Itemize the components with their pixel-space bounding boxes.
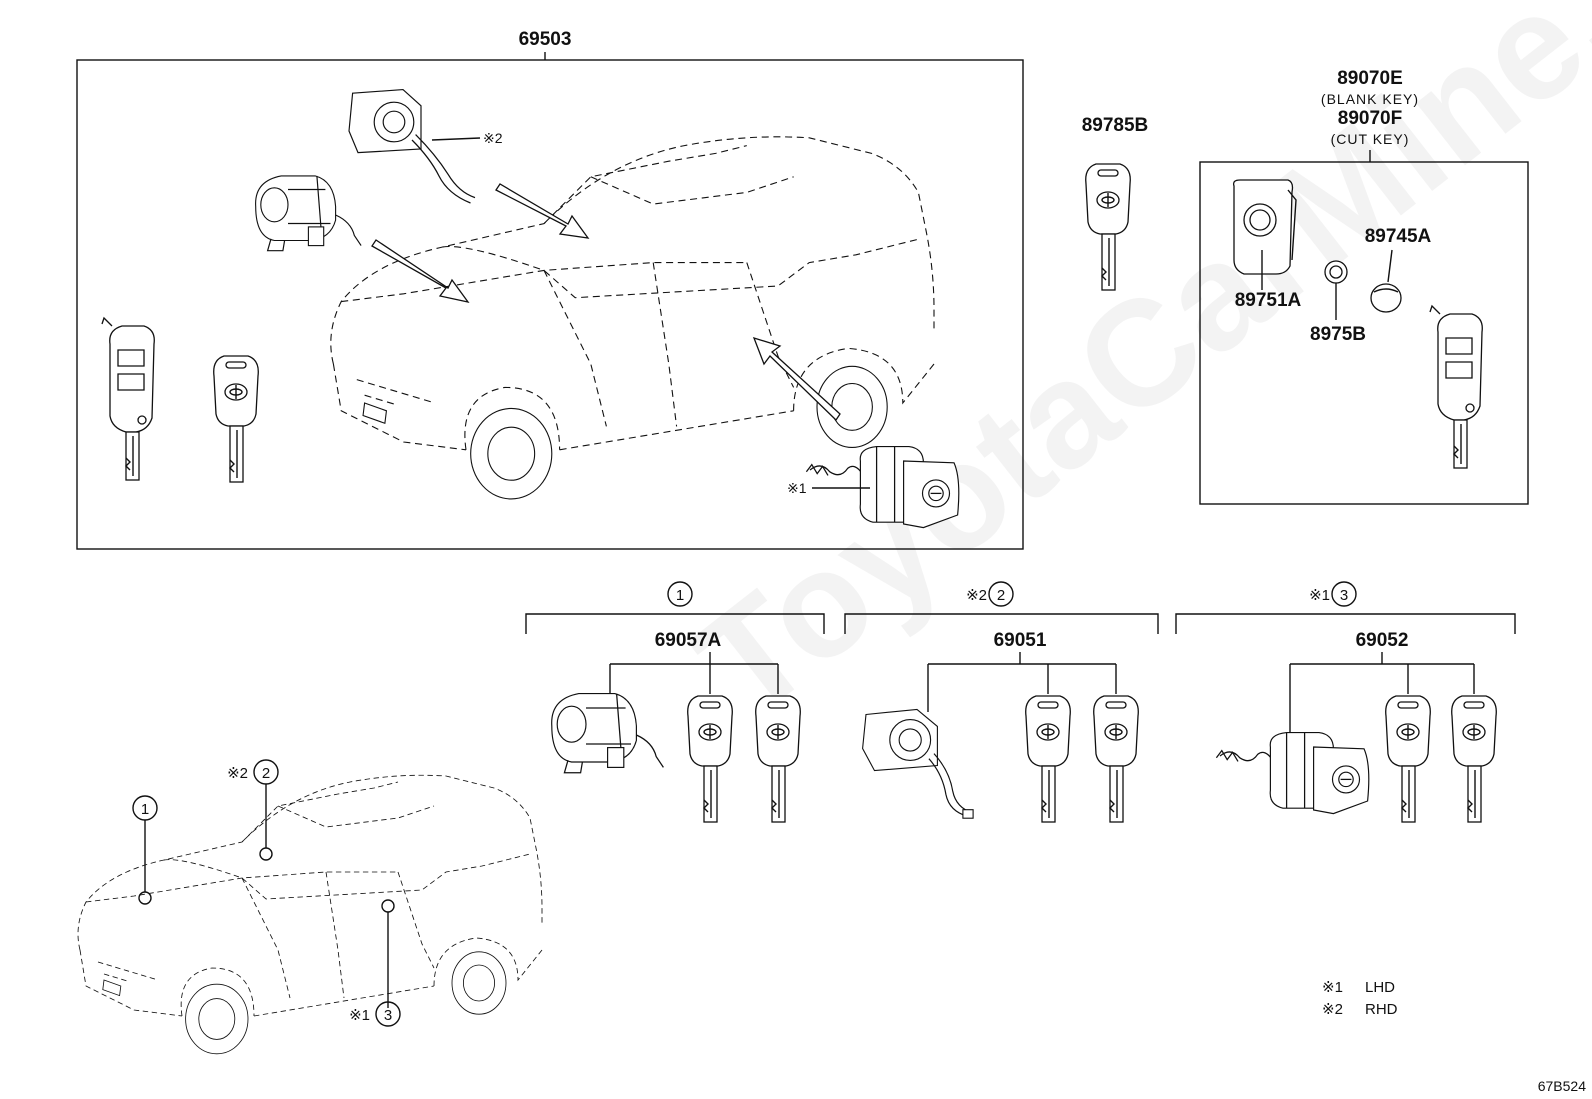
set-3-69052: ※1 3 69052 — [1175, 581, 1516, 823]
remote-part-1-number: 89751A — [1235, 290, 1302, 311]
set-1-bracket — [525, 613, 825, 634]
legend-2-text: RHD — [1365, 1001, 1398, 1018]
remote-blank-label: (BLANK KEY) — [1321, 91, 1419, 107]
legend-1-text: LHD — [1365, 979, 1395, 996]
vehicle-illustration — [330, 136, 935, 500]
remote-blank-part-number: 89070E — [1337, 68, 1403, 89]
set-2-ignition-switch — [862, 708, 974, 819]
remote-key-group: 89070E (BLANK KEY) 89070F (CUT KEY) 8975… — [1199, 68, 1529, 505]
sheet-code: 67B524 — [1538, 1078, 1586, 1094]
set-3-door-lock-cylinder — [1215, 731, 1370, 815]
assembly-69503: 69503 ※2 — [76, 29, 1024, 550]
set-1-cylinder — [551, 692, 665, 774]
assembly-part-number: 69503 — [519, 29, 572, 50]
set-3-circle-number: 3 — [1340, 587, 1348, 604]
set-3-key-b — [1451, 695, 1497, 823]
remote-key-assembled-part — [1429, 305, 1483, 469]
set-2-circle-number: 2 — [997, 587, 1005, 604]
set-2-tree — [927, 652, 1117, 712]
locator-point-2 — [259, 847, 273, 861]
remote-cut-label: (CUT KEY) — [1331, 131, 1410, 147]
set-1-part-number: 69057A — [655, 630, 722, 651]
locator-circle-2-number: 2 — [262, 765, 270, 782]
arrow-to-dash — [495, 183, 590, 239]
set-2-key-a — [1025, 695, 1071, 823]
set-3-tree — [1289, 652, 1475, 744]
remote-ring-part — [1324, 260, 1348, 284]
set-1-69057a: 1 69057A — [525, 581, 825, 823]
set-2-69051: ※2 2 69051 — [844, 581, 1159, 823]
set-1-circle — [667, 581, 693, 607]
set-3-key-a — [1385, 695, 1431, 823]
legend-1-mark: ※1 — [1322, 979, 1343, 996]
set-1-circle-number: 1 — [676, 587, 684, 604]
set-3-bracket — [1175, 613, 1516, 634]
locator-circle-2-mark: ※2 — [227, 765, 248, 782]
key-89785b-part-number: 89785B — [1082, 115, 1149, 136]
rhd-leader — [431, 137, 481, 141]
arrow-to-ignition — [371, 239, 470, 303]
set-3-circle — [1331, 581, 1357, 607]
key-in-assembly — [213, 355, 259, 483]
remote-part-2-number: 8975B — [1310, 324, 1366, 345]
set-2-key-b — [1093, 695, 1139, 823]
set-1-tree — [609, 652, 779, 708]
set-3-part-number: 69052 — [1356, 630, 1409, 651]
arrow-to-door — [752, 336, 841, 422]
battery-leader — [1387, 249, 1393, 283]
ignition-switch-rhd-part — [348, 88, 476, 204]
callout-lhd-mark: ※1 — [787, 480, 807, 496]
locator-point-1 — [138, 891, 152, 905]
set-2-circle — [988, 581, 1014, 607]
set-2-bracket — [844, 613, 1159, 634]
ignition-cylinder-part — [255, 175, 362, 252]
set-3-mark: ※1 — [1309, 587, 1330, 604]
set-1-key-b — [755, 695, 801, 823]
assembly-frame — [76, 59, 1024, 550]
remote-group-frame — [1199, 161, 1529, 505]
remote-housing-part — [1232, 179, 1297, 275]
legend: ※1 LHD ※2 RHD — [1322, 979, 1398, 1018]
locator-vehicle: 1 ※2 2 ※1 3 — [77, 759, 543, 1055]
remote-battery-part — [1370, 283, 1402, 313]
legend-2-mark: ※2 — [1322, 1001, 1343, 1018]
remote-cut-part-number: 89070F — [1338, 108, 1402, 129]
remote-key-in-assembly — [101, 317, 155, 481]
locator-circle-3-mark: ※1 — [349, 1007, 370, 1024]
locator-circle-1-number: 1 — [141, 801, 149, 818]
set-2-part-number: 69051 — [994, 630, 1047, 651]
key-89785b: 89785B — [1082, 115, 1149, 291]
remote-part-3-number: 89745A — [1365, 226, 1432, 247]
set-1-key-a — [687, 695, 733, 823]
locator-circle-3 — [375, 1001, 401, 1027]
set-2-mark: ※2 — [966, 587, 987, 604]
locator-circle-3-number: 3 — [384, 1007, 392, 1024]
callout-rhd-mark: ※2 — [483, 130, 503, 146]
locator-point-3 — [381, 899, 395, 913]
